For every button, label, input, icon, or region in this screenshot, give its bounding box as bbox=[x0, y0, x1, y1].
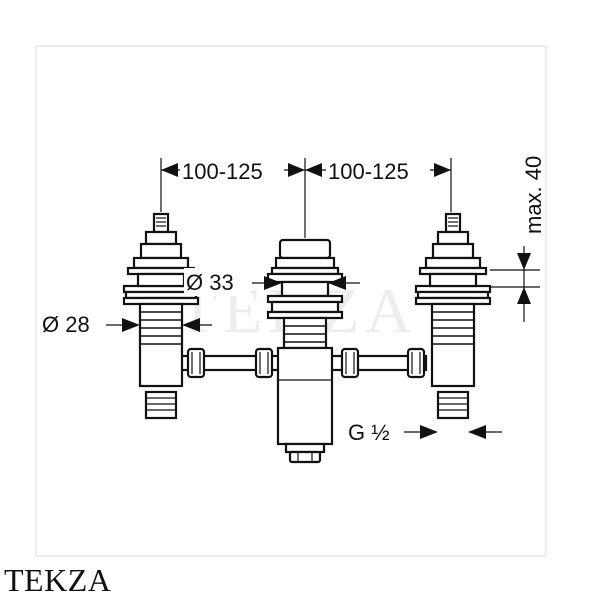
center-diameter-label: Ø 33 bbox=[186, 270, 234, 295]
side-diameter-dimension: Ø 28 bbox=[42, 312, 212, 337]
max-depth-label: max. 40 bbox=[521, 156, 546, 234]
right-valve bbox=[414, 212, 492, 420]
drawing-frame bbox=[35, 45, 547, 557]
center-diameter-dimension: Ø 33 bbox=[184, 268, 360, 296]
spacing-left-label: 100-125 bbox=[182, 159, 263, 184]
max-depth-dimension: max. 40 bbox=[490, 156, 546, 322]
spacing-dimension: 100-125 100-125 bbox=[160, 158, 452, 238]
left-valve bbox=[122, 212, 200, 420]
center-valve bbox=[266, 238, 344, 464]
thread-dimension: G ½ bbox=[348, 420, 502, 445]
side-diameter-label: Ø 28 bbox=[42, 312, 90, 337]
thread-label: G ½ bbox=[348, 420, 390, 445]
brand-logo-text: TEKZA bbox=[4, 562, 112, 598]
spacing-right-label: 100-125 bbox=[328, 159, 409, 184]
